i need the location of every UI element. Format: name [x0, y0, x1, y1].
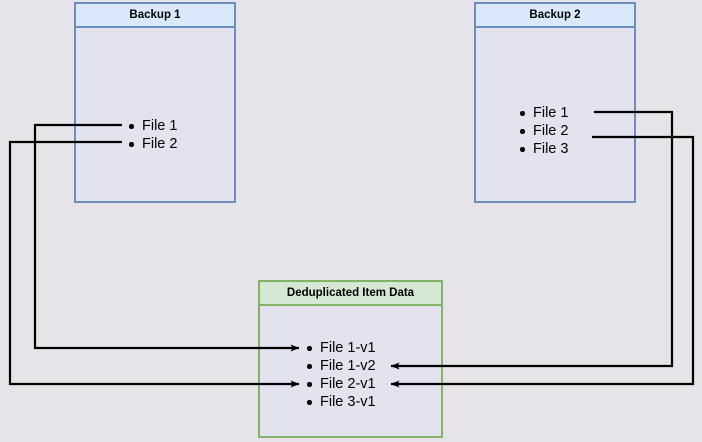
backup-1-header: Backup 1 [76, 4, 234, 28]
list-item[interactable]: File 1-v1 [306, 339, 376, 357]
list-item[interactable]: File 2 [128, 135, 177, 153]
backup-2-box[interactable]: Backup 2 [474, 2, 636, 203]
list-item[interactable]: File 1 [519, 104, 568, 122]
list-item[interactable]: File 2-v1 [306, 375, 376, 393]
list-item[interactable]: File 1 [128, 117, 177, 135]
backup-1-file-list: File 1 File 2 [128, 117, 177, 153]
deduplicated-item-data-header: Deduplicated Item Data [260, 282, 441, 306]
backup-1-box[interactable]: Backup 1 [74, 2, 236, 203]
deduplicated-item-list: File 1-v1 File 1-v2 File 2-v1 File 3-v1 [306, 339, 376, 411]
list-item[interactable]: File 1-v2 [306, 357, 376, 375]
list-item[interactable]: File 2 [519, 122, 568, 140]
list-item[interactable]: File 3-v1 [306, 393, 376, 411]
backup-2-header: Backup 2 [476, 4, 634, 28]
backup-2-file-list: File 1 File 2 File 3 [519, 104, 568, 158]
list-item[interactable]: File 3 [519, 140, 568, 158]
